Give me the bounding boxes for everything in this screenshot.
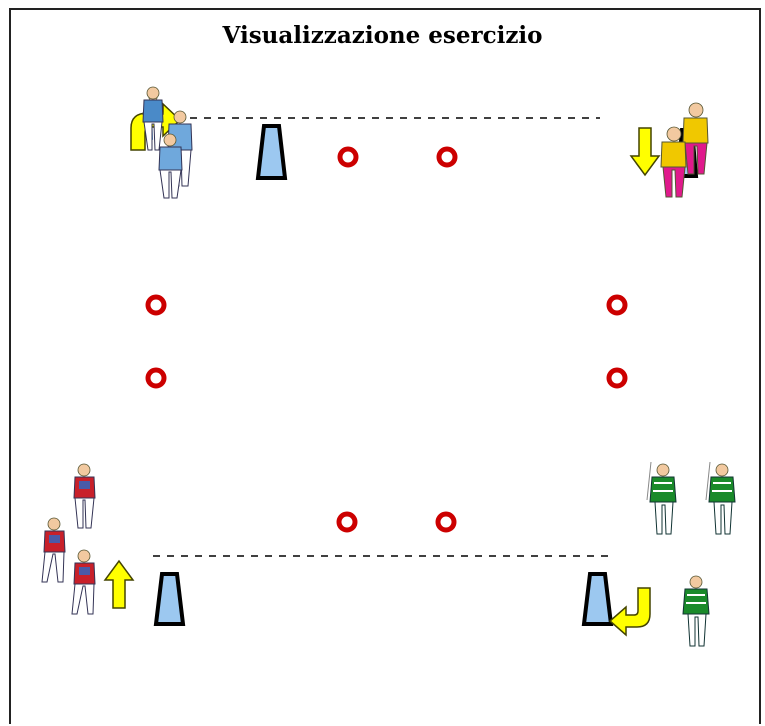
player-red <box>41 517 66 583</box>
player-red <box>73 463 96 529</box>
marker <box>145 294 167 316</box>
cone-top-left <box>255 124 288 180</box>
player-red <box>71 549 96 615</box>
player-green <box>705 461 736 535</box>
player-green <box>682 575 710 647</box>
player-blue <box>142 86 164 151</box>
marker <box>436 146 458 168</box>
player-blue <box>158 133 183 199</box>
marker-group <box>145 146 628 533</box>
marker <box>606 294 628 316</box>
arrow-up-bottom-left <box>103 559 135 609</box>
player-green <box>646 461 677 535</box>
marker <box>606 367 628 389</box>
diagram-title: Visualizzazione esercizio <box>222 22 543 49</box>
player-yellow <box>660 126 687 198</box>
player-yellow <box>682 102 709 175</box>
arrow-down-top-right <box>629 127 661 177</box>
cone-bottom-right <box>581 572 614 626</box>
marker <box>145 367 167 389</box>
marker <box>336 511 358 533</box>
marker <box>435 511 457 533</box>
cone-bottom-left <box>153 572 186 626</box>
arrow-curved-bottom-right <box>608 587 651 637</box>
marker <box>337 146 359 168</box>
